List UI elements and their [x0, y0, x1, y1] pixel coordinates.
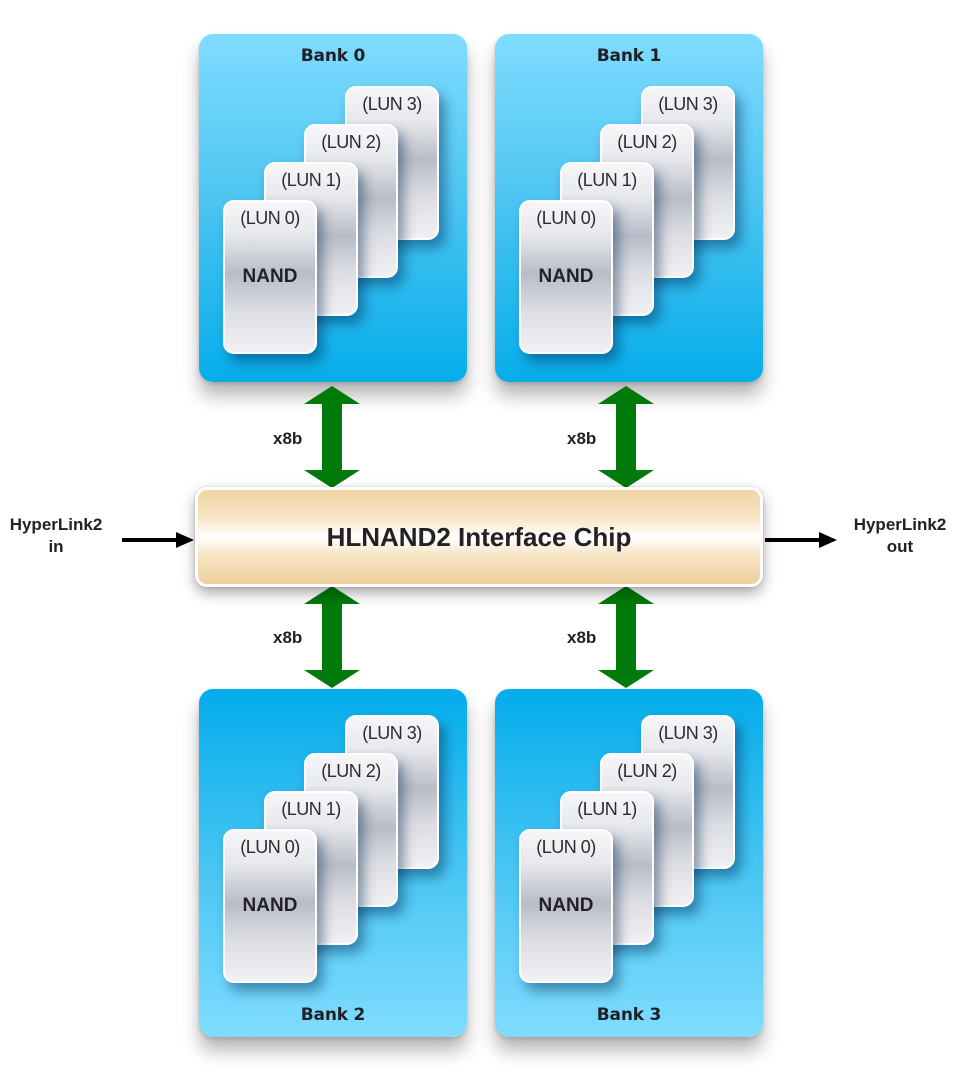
bank-0: Bank 0 (LUN 3) (LUN 2) (LUN 1) (LUN 0) N… — [199, 34, 467, 382]
hyperlink-out-line2: out — [886, 537, 914, 556]
lun-0-card: (LUN 0) NAND — [223, 829, 317, 983]
hyperlink-out-line1: HyperLink2 — [853, 515, 947, 534]
lun-label: (LUN 2) — [617, 761, 677, 781]
lun-label: (LUN 2) — [617, 132, 677, 152]
lun-label: (LUN 0) — [240, 837, 300, 857]
lun-label: (LUN 3) — [362, 723, 422, 743]
lun-label: (LUN 3) — [658, 94, 718, 114]
hyperlink-in-label: HyperLink2 in — [0, 514, 112, 558]
bus-arrow-bank-3 — [598, 586, 654, 688]
bank-title: Bank 3 — [596, 1005, 662, 1025]
bank-3: (LUN 3) (LUN 2) (LUN 1) (LUN 0) NAND Ban… — [495, 689, 763, 1037]
hyperlink-in-line1: HyperLink2 — [9, 515, 103, 534]
hyperlink-in-line2: in — [48, 537, 64, 556]
chip-label: HLNAND2 Interface Chip — [326, 522, 632, 552]
input-arrow-icon — [122, 532, 194, 548]
bank-title: Bank 1 — [596, 46, 662, 66]
lun-label: (LUN 0) — [536, 208, 596, 228]
bus-width-label-bank-0: x8b — [273, 429, 303, 448]
lun-0-card: (LUN 0) NAND — [519, 200, 613, 354]
lun-label: (LUN 3) — [658, 723, 718, 743]
lun-label: (LUN 1) — [281, 170, 341, 190]
lun-0-card: (LUN 0) NAND — [519, 829, 613, 983]
lun-label: (LUN 1) — [281, 799, 341, 819]
hyperlink-out-label: HyperLink2 out — [842, 514, 956, 558]
nand-label: NAND — [242, 266, 298, 287]
bus-arrow-bank-1 — [598, 386, 654, 488]
lun-label: (LUN 3) — [362, 94, 422, 114]
output-arrow-icon — [765, 532, 837, 548]
bus-width-label-bank-1: x8b — [567, 429, 597, 448]
nand-label: NAND — [242, 895, 298, 916]
nand-label: NAND — [538, 895, 594, 916]
lun-label: (LUN 0) — [240, 208, 300, 228]
bank-title: Bank 2 — [300, 1005, 366, 1025]
bank-title: Bank 0 — [300, 46, 366, 66]
lun-label: (LUN 1) — [577, 799, 637, 819]
interface-chip: HLNAND2 Interface Chip — [195, 487, 763, 587]
lun-label: (LUN 2) — [321, 761, 381, 781]
lun-label: (LUN 1) — [577, 170, 637, 190]
lun-label: (LUN 0) — [536, 837, 596, 857]
bus-width-label-bank-3: x8b — [567, 628, 597, 647]
lun-0-card: (LUN 0) NAND — [223, 200, 317, 354]
bank-1: Bank 1 (LUN 3) (LUN 2) (LUN 1) (LUN 0) N… — [495, 34, 763, 382]
nand-label: NAND — [538, 266, 594, 287]
bank-2: (LUN 3) (LUN 2) (LUN 1) (LUN 0) NAND Ban… — [199, 689, 467, 1037]
bus-arrow-bank-0 — [304, 386, 360, 488]
bus-width-label-bank-2: x8b — [273, 628, 303, 647]
bus-arrow-bank-2 — [304, 586, 360, 688]
lun-label: (LUN 2) — [321, 132, 381, 152]
